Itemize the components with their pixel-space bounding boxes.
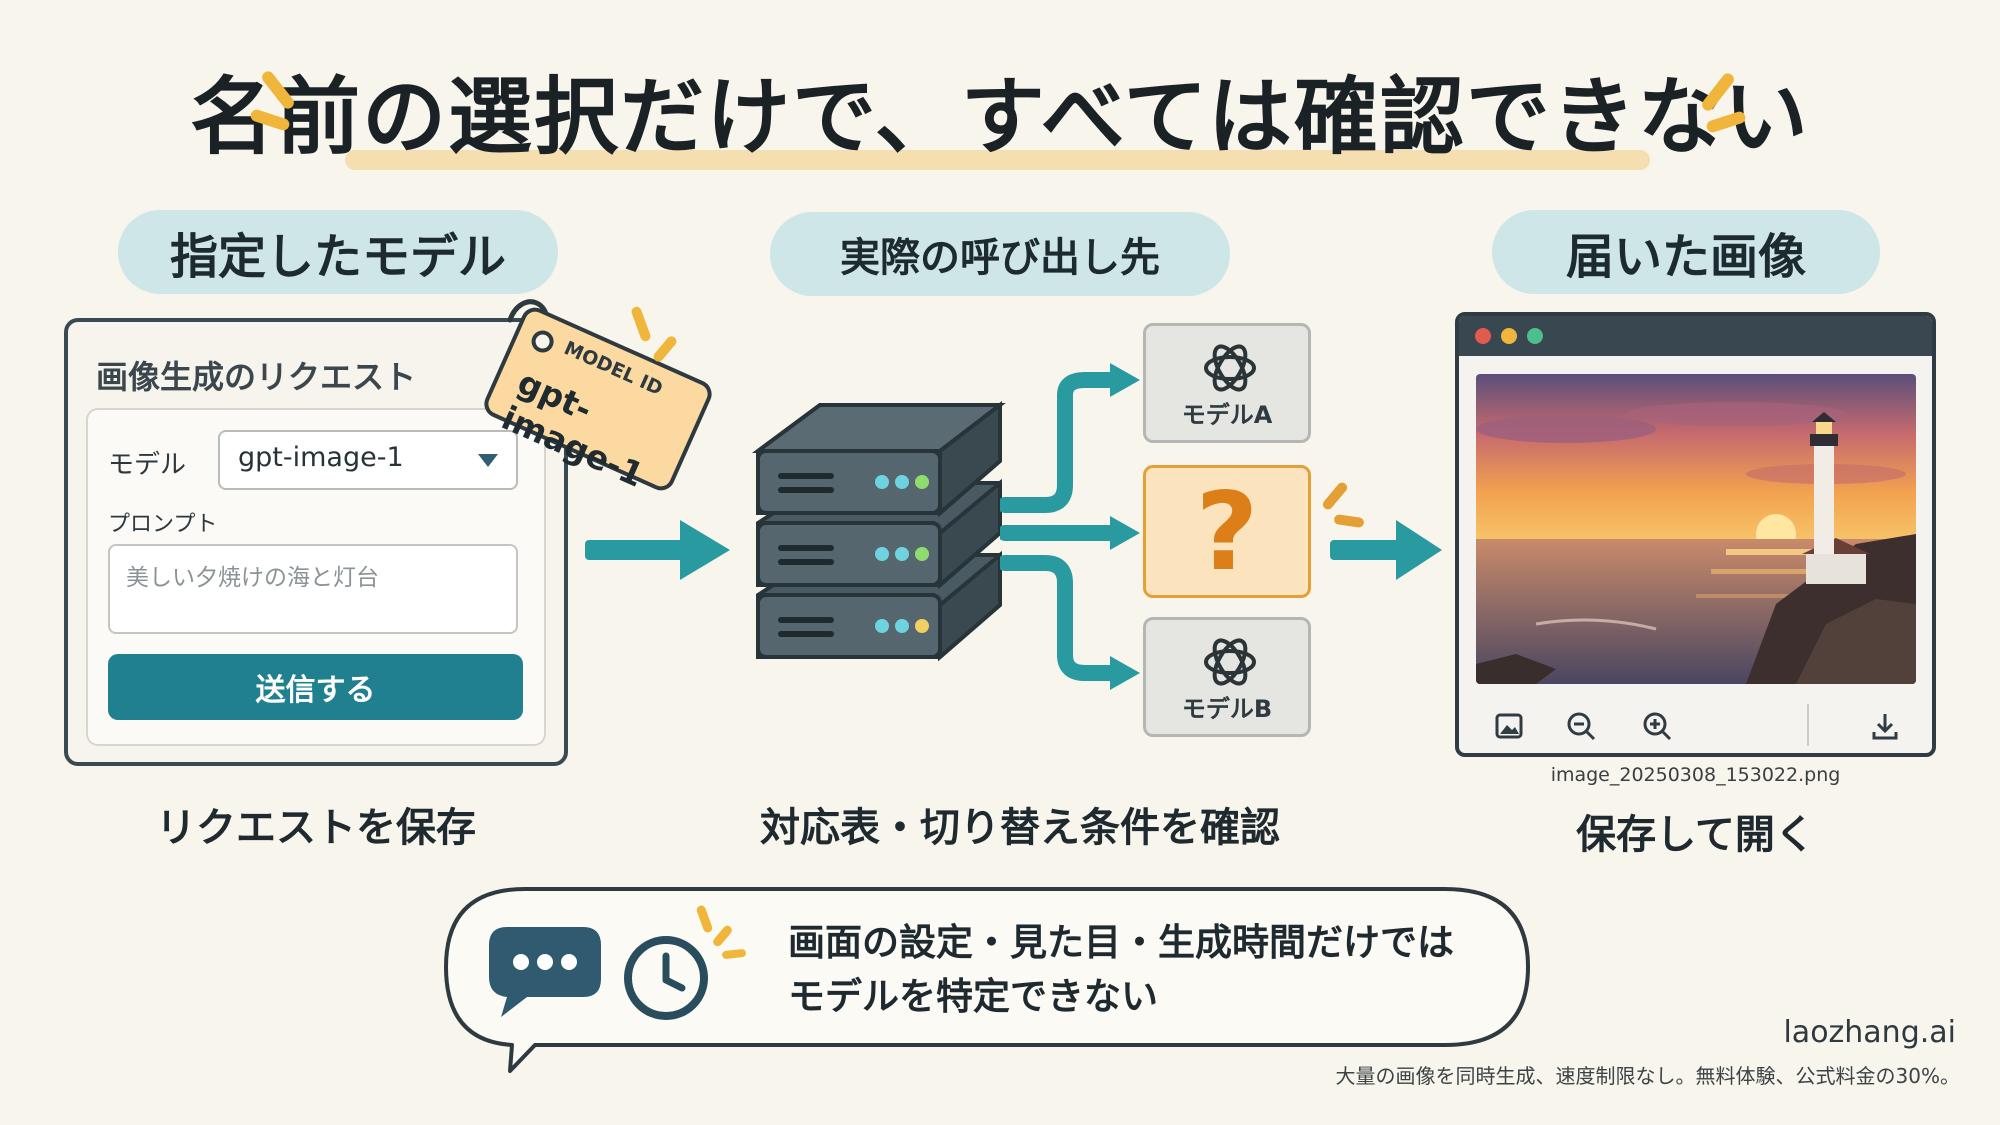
prompt-input[interactable]: 美しい夕焼けの海と灯台 — [108, 544, 518, 634]
image-viewer-window — [1455, 312, 1936, 757]
header-specified-model: 指定したモデル — [118, 210, 558, 294]
title-underline — [345, 150, 1650, 170]
header-received-image-label: 届いた画像 — [1565, 229, 1806, 285]
model-b-box: モデルB — [1143, 617, 1311, 737]
toolbar-divider — [1807, 704, 1809, 746]
download-icon[interactable] — [1867, 708, 1903, 744]
branch-arrows — [1000, 363, 1140, 690]
model-a-label: モデルA — [1181, 401, 1273, 429]
model-select[interactable]: gpt-image-1 — [218, 430, 518, 490]
lighthouse-sunset-image — [1476, 374, 1916, 684]
model-select-value: gpt-image-1 — [238, 442, 404, 473]
send-button-label: 送信する — [255, 673, 376, 708]
bubble-message: 画面の設定・見た目・生成時間だけでは モデルを特定できない — [788, 916, 1454, 1024]
unknown-model-box: ? — [1143, 465, 1311, 598]
request-panel-title: 画像生成のリクエスト — [96, 358, 417, 396]
bubble-line-1: 画面の設定・見た目・生成時間だけでは — [788, 921, 1454, 964]
request-panel: 画像生成のリクエスト モデル gpt-image-1 プロンプト 美しい夕焼けの… — [64, 318, 568, 766]
server-stack-icon — [751, 400, 1006, 662]
ai-model-icon — [1204, 344, 1256, 392]
header-actual-destination: 実際の呼び出し先 — [770, 212, 1230, 296]
header-actual-destination-label: 実際の呼び出し先 — [840, 235, 1160, 281]
model-label: モデル — [108, 450, 187, 480]
image-filename: image_20250308_153022.png — [1550, 764, 1841, 786]
arrow-right-icon — [1330, 520, 1442, 580]
chat-icon — [489, 927, 601, 1017]
footnote: 大量の画像を同時生成、速度制限なし。無料体験、公式料金の30%。 — [1335, 1064, 1960, 1088]
send-button[interactable]: 送信する — [108, 654, 523, 720]
sparkle-tag-2 — [651, 334, 679, 364]
caption-save-open: 保存して開く — [1576, 812, 1815, 858]
close-dot[interactable] — [1475, 328, 1491, 344]
sparkle-tag-1 — [630, 305, 652, 343]
header-specified-model-label: 指定したモデル — [169, 229, 506, 285]
request-form: モデル gpt-image-1 プロンプト 美しい夕焼けの海と灯台 送信する — [86, 408, 546, 746]
tag-hole — [528, 326, 558, 357]
header-received-image: 届いた画像 — [1492, 210, 1880, 294]
arrow-right-icon — [585, 520, 730, 580]
model-a-box: モデルA — [1143, 323, 1311, 443]
window-titlebar — [1459, 316, 1932, 356]
clock-icon — [624, 936, 708, 1020]
prompt-input-text: 美しい夕焼けの海と灯台 — [126, 565, 379, 591]
prompt-label: プロンプト — [108, 512, 218, 537]
caption-check-mapping: 対応表・切り替え条件を確認 — [760, 805, 1280, 851]
question-mark-icon: ? — [1195, 470, 1259, 595]
page-title: 名前の選択だけで、すべては確認できない — [190, 68, 1810, 166]
brand-logo-text: laozhang.ai — [1783, 1015, 1956, 1050]
image-icon[interactable] — [1491, 708, 1527, 744]
model-b-label: モデルB — [1181, 695, 1273, 723]
minimize-dot[interactable] — [1501, 328, 1517, 344]
maximize-dot[interactable] — [1527, 328, 1543, 344]
caption-save-request: リクエストを保存 — [156, 805, 476, 851]
chevron-down-icon — [478, 454, 498, 467]
ai-model-icon — [1204, 638, 1256, 686]
sparkle-question-1 — [1320, 480, 1350, 512]
bubble-line-2: モデルを特定できない — [788, 975, 1158, 1018]
zoom-in-icon[interactable] — [1639, 708, 1675, 744]
zoom-out-icon[interactable] — [1563, 708, 1599, 744]
